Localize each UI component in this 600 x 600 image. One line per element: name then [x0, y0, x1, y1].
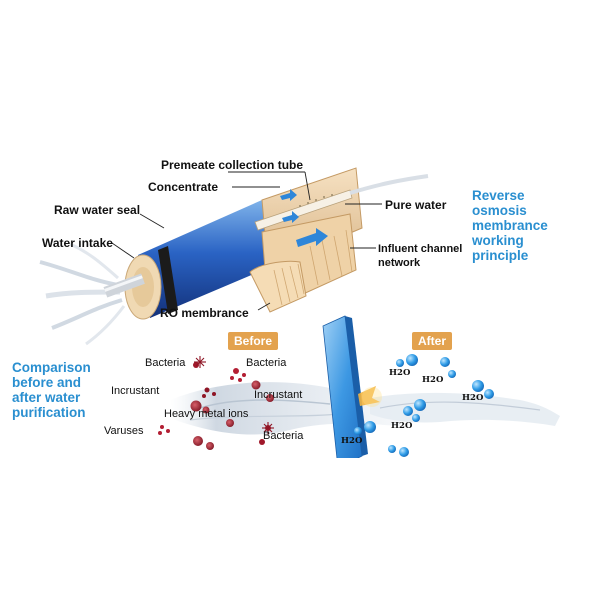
h2o-label: H2O: [391, 421, 413, 431]
pure-water-label: Pure water: [385, 198, 447, 212]
h2o-label: H2O: [462, 393, 484, 403]
raw-water-seal-label: Raw water seal: [54, 203, 141, 217]
contaminant-particles: [158, 356, 274, 450]
comparison-title-line: purification: [12, 405, 86, 420]
comparison-title-line: after water: [12, 390, 81, 405]
h2o-label: H2O: [389, 368, 411, 378]
ro-title-line: working: [472, 233, 524, 248]
ro-title-line: osmosis: [472, 203, 527, 218]
ro-cylinder: [39, 167, 429, 346]
concentrate-label: Concentrate: [148, 180, 219, 194]
h2o-label: H2O: [341, 436, 363, 446]
before-tag: Before: [228, 332, 279, 350]
varuses-label: Varuses: [104, 425, 144, 437]
ro-title-line: principle: [472, 248, 529, 263]
ro-title-line: Reverse: [472, 188, 525, 203]
permeate-tube-label: Premeate collection tube: [161, 158, 304, 172]
ro-membrance-label: RO membrance: [160, 306, 249, 320]
water-molecules: [354, 354, 494, 457]
comparison-title-line: Comparison: [12, 360, 91, 375]
h2o-label: H2O: [422, 375, 444, 385]
comparison-illustration: [0, 315, 600, 600]
ro-title-line: membrance: [472, 218, 548, 233]
leader-lines: [111, 171, 382, 311]
bacteria-label: Bacteria: [145, 357, 186, 369]
incrustant-label: Incrustant: [254, 389, 303, 401]
bacteria-label: Bacteria: [263, 430, 304, 442]
influent-network-label: network: [378, 257, 421, 269]
influent-channel-label: Influent channel: [378, 243, 463, 255]
comparison-title: Comparison before and after water purifi…: [12, 360, 91, 420]
incrustant-label: Incrustant: [111, 385, 160, 397]
water-intake-label: Water intake: [42, 236, 113, 250]
ro-principle-title: Reverse osmosis membrance working princi…: [472, 188, 548, 263]
comparison-title-line: before and: [12, 375, 82, 390]
after-tag: After: [412, 332, 453, 350]
bacteria-label: Bacteria: [246, 357, 287, 369]
heavy-metal-label: Heavy metal ions: [164, 408, 249, 420]
